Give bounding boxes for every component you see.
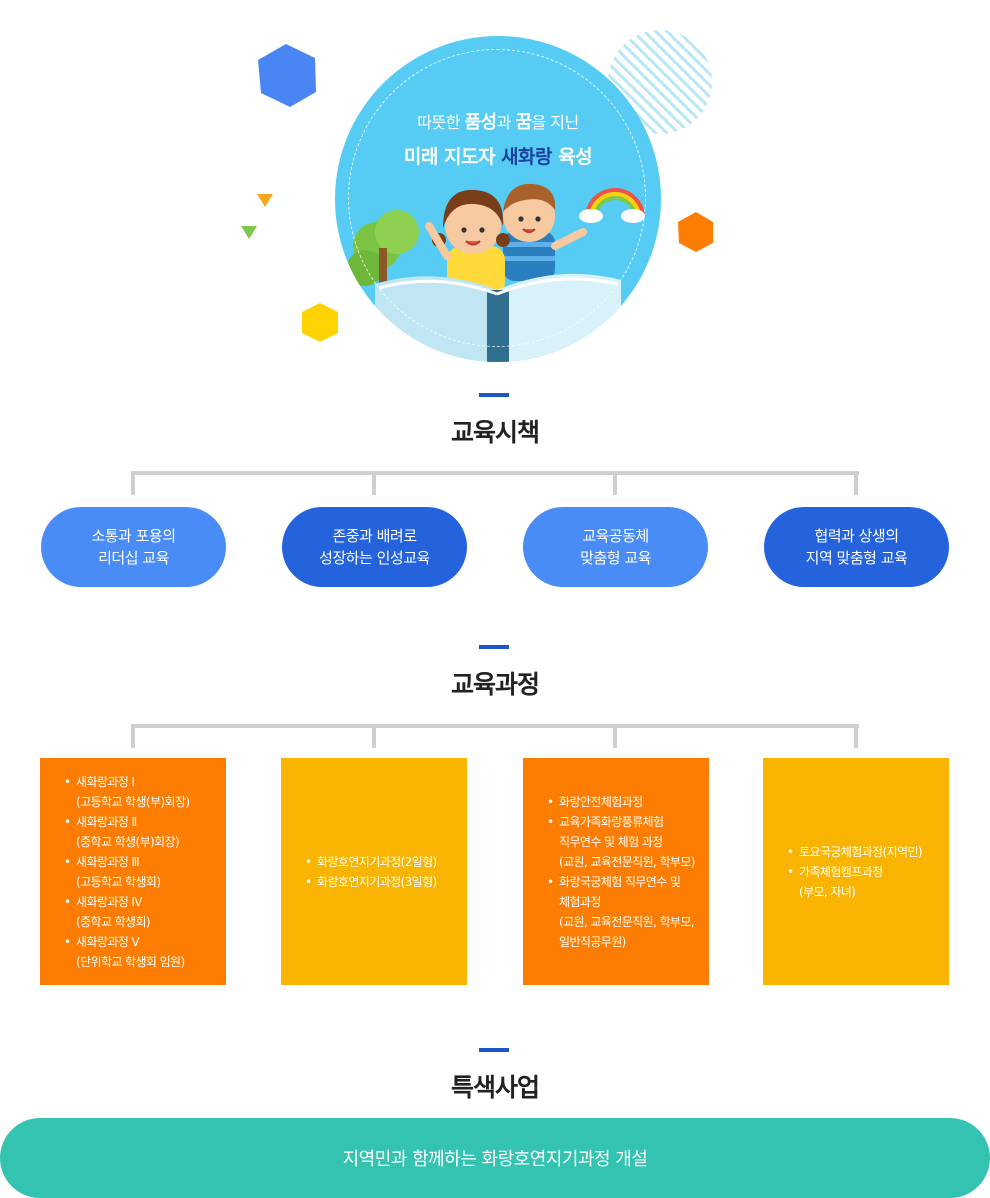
curriculum-box-hoyeonji: 화랑호연지기과정(2일형) 화랑호연지기과정(3일형) [281, 758, 467, 985]
special-banner: 지역민과 함께하는 화랑호연지기과정 개설 [0, 1118, 990, 1198]
curriculum-section-dash [479, 645, 509, 649]
policy-section-title: 교육시책 [450, 418, 540, 447]
striped-circle-decoration [608, 30, 712, 134]
policy-pill-character: 존중과 배려로 성장하는 인성교육 [282, 507, 467, 587]
policy-pill-community: 교육공동체 맞춤형 교육 [523, 507, 708, 587]
special-section-title: 특색사업 [450, 1073, 540, 1102]
curriculum-tree-branch [854, 724, 858, 748]
blue-hexagon-decoration [258, 44, 316, 107]
list-item: 새화랑과정 Ⅱ(중학교 학생(부)회장) [64, 812, 220, 852]
hero-slogan-line1: 따뜻한 품성과 꿈을 지닌 [417, 112, 579, 133]
decoration-shapes [241, 30, 713, 342]
orange-triangle-decoration [257, 194, 273, 207]
policy-tree-branch [854, 471, 858, 495]
list-item: 새화랑과정 Ⅳ(중학교 학생회) [64, 892, 220, 932]
orange-hexagon-decoration [678, 212, 713, 252]
policy-pill-leadership: 소통과 포용의 리더십 교육 [41, 507, 226, 587]
curriculum-tree-branch [372, 724, 376, 748]
curriculum-tree-horizontal-line [131, 724, 859, 728]
curriculum-box-community: 토요국궁체험과정(지역민) 가족체험캠프과정(부모, 자녀) [763, 758, 949, 985]
yellow-hexagon-decoration [302, 303, 338, 342]
hero-dashed-ring [348, 49, 646, 347]
list-item: 새화랑과정 Ⅰ(고등학교 학생(부)회장) [64, 772, 220, 812]
curriculum-box-leaders: 새화랑과정 Ⅰ(고등학교 학생(부)회장) 새화랑과정 Ⅱ(중학교 학생(부)회… [40, 758, 226, 985]
list-item: 새화랑과정 Ⅴ(단위학교 학생회 임원) [64, 932, 220, 972]
policy-tree-horizontal-line [131, 471, 859, 475]
policy-section-dash [479, 393, 509, 397]
policy-tree-branch [372, 471, 376, 495]
list-item: 가족체험캠프과정(부모, 자녀) [787, 862, 943, 902]
curriculum-tree-branch [613, 724, 617, 748]
policy-tree-branch [613, 471, 617, 495]
curriculum-section-title: 교육과정 [450, 670, 540, 699]
green-triangle-decoration [241, 226, 257, 239]
list-item: 화랑안전체험과정 [547, 792, 703, 812]
list-item: 화랑호연지기과정(3일형) [305, 872, 461, 892]
hero-slogan-line2: 미래 지도자 새화랑 육성 [403, 146, 593, 168]
list-item: 화랑호연지기과정(2일형) [305, 852, 461, 872]
special-section-dash [479, 1048, 509, 1052]
policy-pill-regional: 협력과 상생의 지역 맞춤형 교육 [764, 507, 949, 587]
policy-tree-branch [131, 471, 135, 495]
list-item: 새화랑과정 Ⅲ(고등학교 학생회) [64, 852, 220, 892]
list-item: 토요국궁체험과정(지역민) [787, 842, 943, 862]
curriculum-tree-branch [131, 724, 135, 748]
